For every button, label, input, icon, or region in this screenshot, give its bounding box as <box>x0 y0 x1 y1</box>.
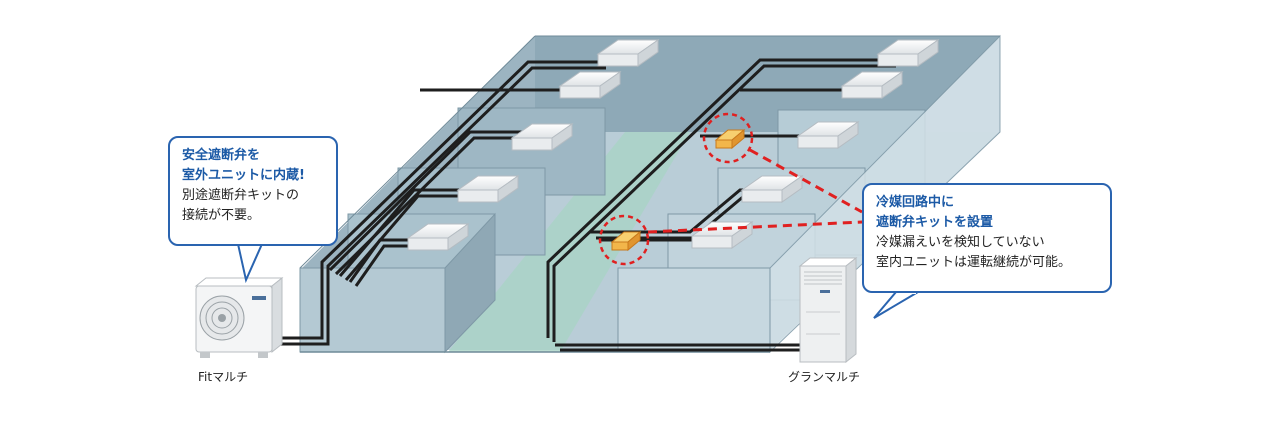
indoor-unit <box>406 223 470 251</box>
callout-left-body-2: 接続が不要。 <box>182 208 261 223</box>
callout-right-highlight-2: 遮断弁キットを設置 <box>876 215 994 230</box>
callout-valve-kit: 冷媒回路中に 遮断弁キットを設置 冷媒漏えいを検知していない 室内ユニットは運転… <box>862 183 1112 293</box>
indoor-unit <box>690 221 754 249</box>
shutoff-valve-lower <box>598 214 650 266</box>
callout-right-tail <box>873 291 922 319</box>
callout-left-highlight-1: 安全遮断弁を <box>182 148 261 163</box>
indoor-unit <box>596 39 660 67</box>
indoor-unit <box>510 123 574 151</box>
callout-left-tail <box>236 243 264 284</box>
valve-leader-lines <box>647 148 863 234</box>
indoor-unit <box>456 175 520 203</box>
fit-multi-outdoor-unit <box>194 276 284 358</box>
callout-left-highlight-2: 室外ユニットに内蔵! <box>182 168 305 183</box>
indoor-units <box>406 39 940 251</box>
callout-builtin-valve: 安全遮断弁を 室外ユニットに内蔵! 別途遮断弁キットの 接続が不要。 <box>168 136 338 246</box>
gran-multi-outdoor-unit <box>798 256 858 364</box>
shutoff-valve-upper <box>702 112 754 164</box>
callout-left-body-1: 別途遮断弁キットの <box>182 188 300 203</box>
callout-right-body-2: 室内ユニットは運転継続が可能。 <box>876 255 1072 270</box>
gran-multi-label: グランマルチ <box>788 370 861 384</box>
indoor-unit <box>740 175 804 203</box>
indoor-unit <box>558 71 622 99</box>
fit-multi-label: Fitマルチ <box>198 370 249 384</box>
indoor-unit <box>796 121 860 149</box>
callout-right-highlight-1: 冷媒回路中に <box>876 195 955 210</box>
callout-right-body-1: 冷媒漏えいを検知していない <box>876 235 1045 250</box>
indoor-unit <box>876 39 940 67</box>
indoor-unit <box>840 71 904 99</box>
